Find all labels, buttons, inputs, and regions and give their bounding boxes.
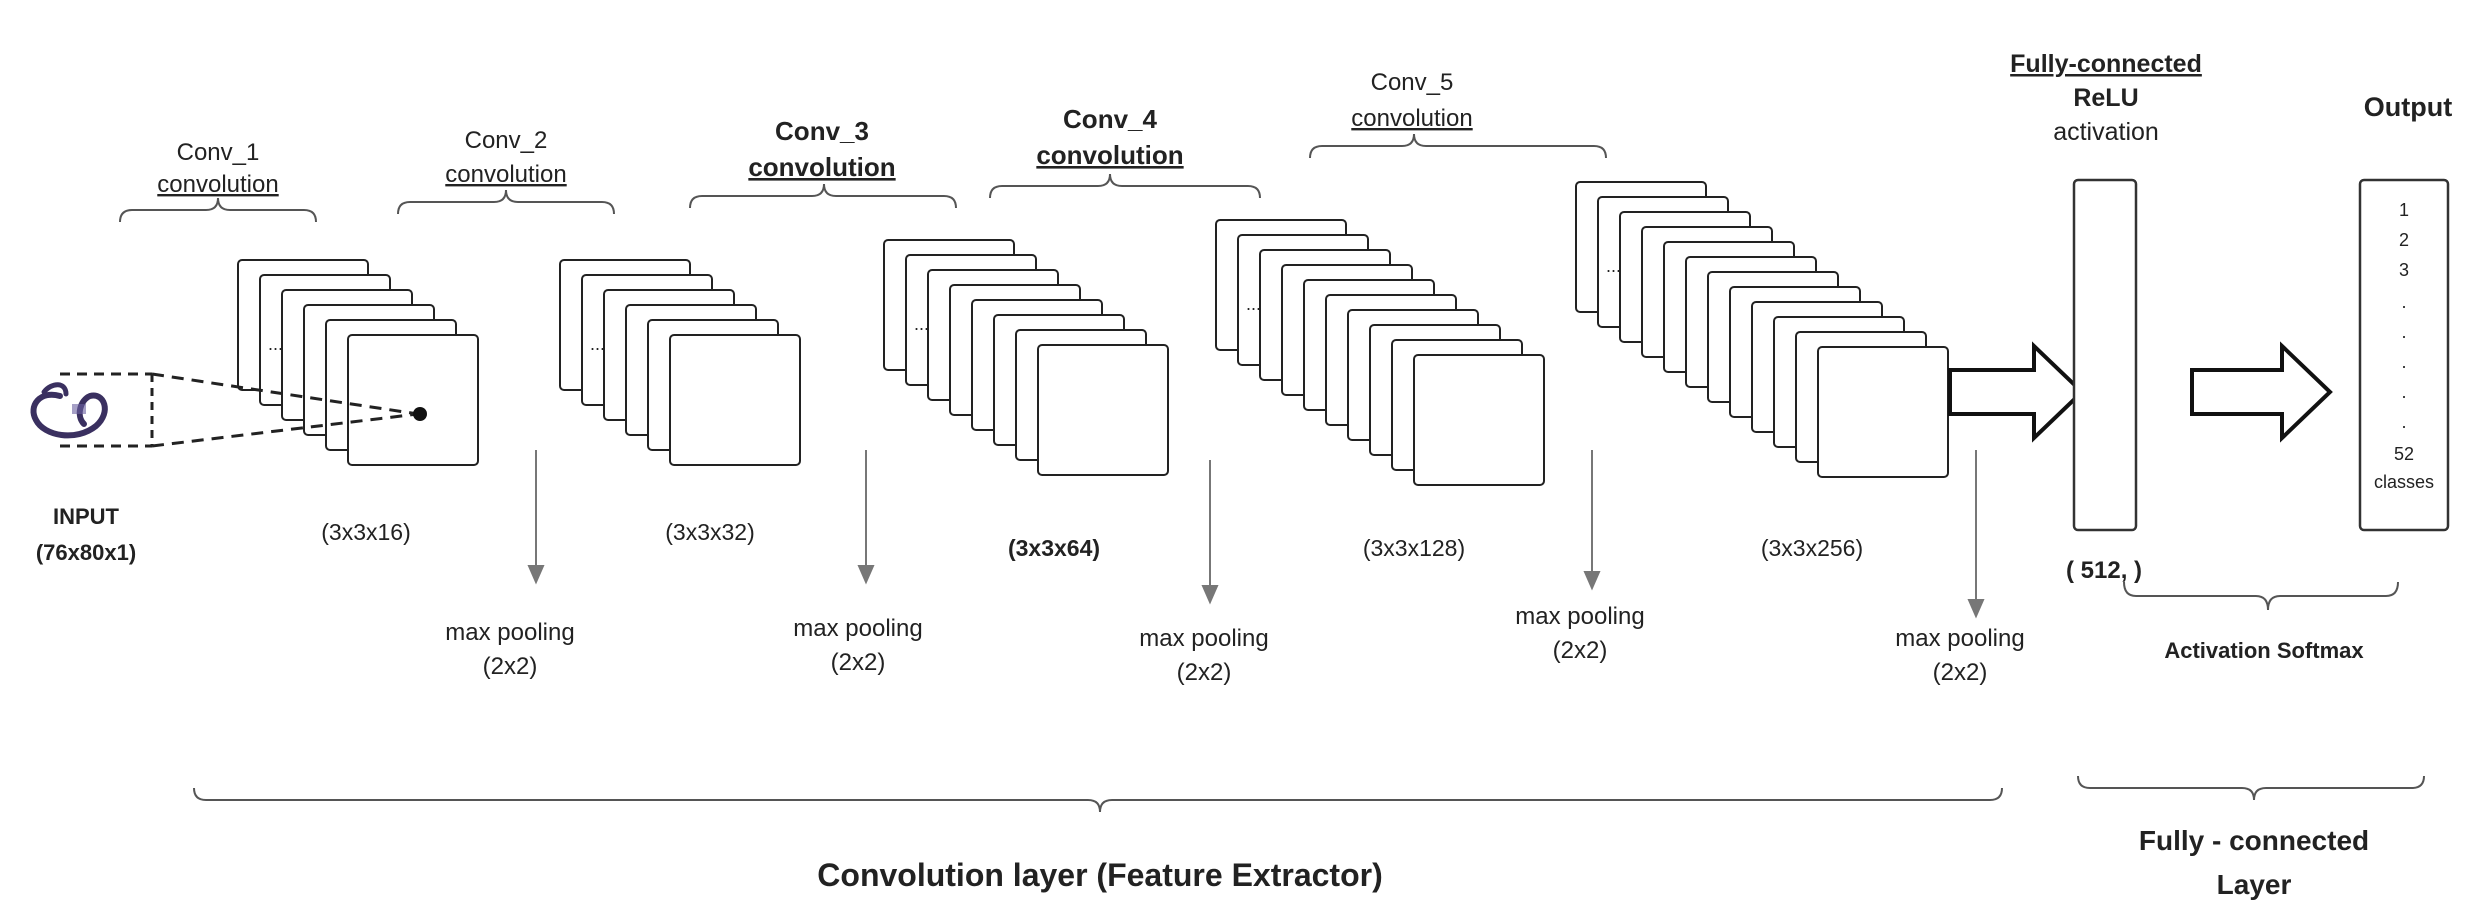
conv5-type: convolution <box>1351 105 1472 132</box>
conv5-brace <box>1309 133 1607 159</box>
fc-activation-line1: ReLU <box>2073 84 2138 112</box>
pool1-arrow <box>527 450 545 585</box>
output-title: Output <box>2364 92 2452 122</box>
fc-size: ( 512, ) <box>2066 557 2142 584</box>
pool1-label: max pooling <box>445 619 574 646</box>
output-class-item: . <box>2401 292 2406 312</box>
conv3-title: Conv_3 <box>775 116 869 146</box>
feature-extractor-brace <box>193 787 2003 813</box>
fc-layer-box <box>2072 178 2138 532</box>
conv4-filter: (3x3x128) <box>1363 535 1465 561</box>
output-class-item: 1 <box>2399 200 2409 220</box>
conv1-feature-stack: ... <box>237 259 479 466</box>
pool5-label: max pooling <box>1895 625 2024 652</box>
feature-map <box>347 334 479 466</box>
output-class-item: 52 <box>2394 444 2414 464</box>
fc-layer-brace <box>2077 775 2425 801</box>
output-class-item: classes <box>2374 472 2434 492</box>
pool5-size: (2x2) <box>1933 659 1988 686</box>
conv4-type: convolution <box>1036 140 1183 170</box>
input-glyph <box>30 372 427 448</box>
conv2-feature-stack: ... <box>559 259 801 466</box>
input-dims: (76x80x1) <box>36 540 136 565</box>
feature-map <box>1037 344 1169 476</box>
pool1-size: (2x2) <box>483 653 538 680</box>
pool5-arrow <box>1967 450 1985 619</box>
stack-ellipsis: ... <box>268 334 283 354</box>
stack-ellipsis: ... <box>914 314 929 334</box>
pool2-size: (2x2) <box>831 649 886 676</box>
output-class-item: . <box>2401 352 2406 372</box>
conv1-filter: (3x3x16) <box>321 519 410 545</box>
output-class-item: . <box>2401 412 2406 432</box>
conv1-type: convolution <box>157 171 278 198</box>
feature-map <box>669 334 801 466</box>
conv3-filter: (3x3x64) <box>1008 535 1100 561</box>
pool2-arrow <box>857 450 875 585</box>
pool4-size: (2x2) <box>1553 637 1608 664</box>
feature-map <box>1817 346 1949 478</box>
pool2-label: max pooling <box>793 615 922 642</box>
pool3-label: max pooling <box>1139 625 1268 652</box>
pool3-arrow <box>1201 460 1219 605</box>
conv2-type: convolution <box>445 161 566 188</box>
conv1-brace <box>119 197 317 223</box>
pool4-label: max pooling <box>1515 603 1644 630</box>
fc-layer-label-line1: Fully - connected <box>2139 825 2369 856</box>
conv5-filter: (3x3x256) <box>1761 535 1863 561</box>
softmax-brace <box>2123 581 2399 611</box>
output-class-item: 2 <box>2399 230 2409 250</box>
fc-activation-line2: activation <box>2053 118 2159 146</box>
flatten-arrow <box>1948 341 2085 443</box>
output-class-item: . <box>2401 322 2406 342</box>
feature-extractor-label: Convolution layer (Feature Extractor) <box>817 857 1382 893</box>
output-class-list: 1 2 3..... 52 classes <box>2374 200 2434 492</box>
pool4-arrow <box>1583 450 1601 591</box>
activation-softmax-label: Activation Softmax <box>2164 638 2364 663</box>
fc-layer-label-line2: Layer <box>2217 869 2292 900</box>
conv2-brace <box>397 189 615 215</box>
conv4-feature-stack: ... <box>1215 219 1545 486</box>
conv1-title: Conv_1 <box>177 139 260 166</box>
output-box <box>2358 178 2450 532</box>
conv5-title: Conv_5 <box>1371 69 1454 96</box>
conv3-type: convolution <box>748 152 895 182</box>
feature-map <box>1413 354 1545 486</box>
conv2-filter: (3x3x32) <box>665 519 754 545</box>
dense-arrow <box>2190 341 2333 443</box>
conv4-title: Conv_4 <box>1063 104 1157 134</box>
output-class-item: . <box>2401 382 2406 402</box>
stack-ellipsis: ... <box>590 334 605 354</box>
output-class-item: 3 <box>2399 260 2409 280</box>
stack-ellipsis: ... <box>1246 294 1261 314</box>
fc-title: Fully-connected <box>2010 50 2202 78</box>
pool3-size: (2x2) <box>1177 659 1232 686</box>
conv5-feature-stack: ... <box>1575 181 1949 478</box>
input-label: INPUT <box>53 504 120 529</box>
conv4-brace <box>989 173 1261 199</box>
conv3-brace <box>689 183 957 209</box>
conv3-feature-stack: ... <box>883 239 1169 476</box>
conv2-title: Conv_2 <box>465 127 548 154</box>
stack-ellipsis: ... <box>1606 256 1621 276</box>
